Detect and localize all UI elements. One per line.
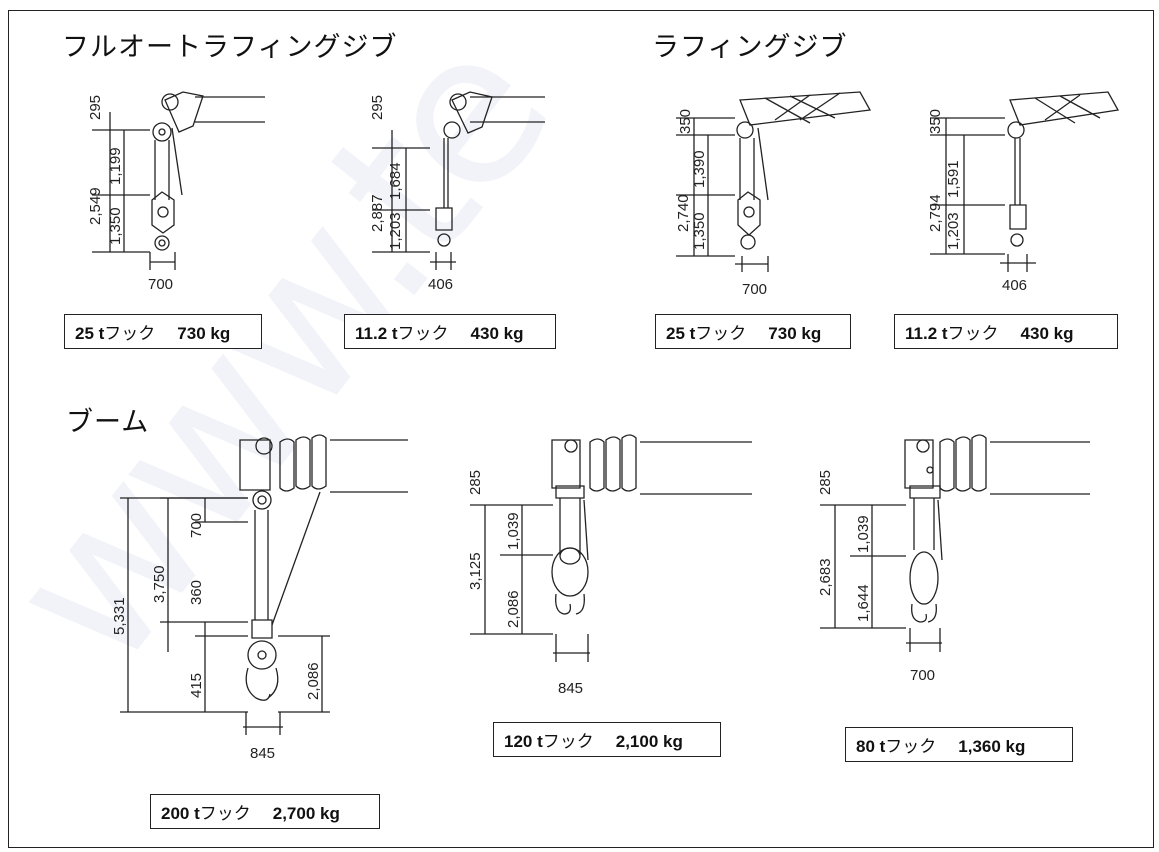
dim-label: 700 — [148, 276, 173, 293]
hook-mass: 430 kg — [1020, 324, 1074, 343]
caption-lj-25t: 25 tフック 730 kg — [655, 314, 851, 349]
drawing-boom-120t-hook — [470, 435, 752, 662]
dim-label: 406 — [1002, 277, 1027, 294]
hook-mass: 2,700 kg — [272, 804, 340, 823]
heading-luffing-jib: ラフィングジブ — [652, 32, 848, 63]
hook-kana: フック — [885, 737, 937, 756]
dim-label: 700 — [742, 281, 767, 298]
drawing-boom-80t-hook — [820, 435, 1090, 652]
dim-label: 2,740 — [675, 194, 692, 232]
drawing-lj-11t-hook — [930, 92, 1118, 272]
hook-kana: フック — [695, 324, 747, 343]
dim-label: 1,203 — [945, 212, 962, 250]
hook-kana: フック — [947, 324, 999, 343]
dim-label: 1,591 — [945, 160, 962, 198]
dim-label: 845 — [250, 745, 275, 762]
drawing-boom-200t-hook — [120, 435, 408, 735]
dim-label: 415 — [188, 673, 205, 698]
dim-label: 285 — [817, 470, 834, 495]
dim-label: 3,750 — [151, 565, 168, 603]
caption-boom-80t: 80 tフック 1,360 kg — [845, 727, 1073, 762]
dim-label: 1,199 — [107, 147, 124, 185]
dim-label: 1,350 — [691, 212, 708, 250]
dim-label: 360 — [188, 580, 205, 605]
dim-label: 3,125 — [467, 552, 484, 590]
caption-boom-120t: 120 tフック 2,100 kg — [493, 722, 721, 757]
dim-label: 295 — [87, 95, 104, 120]
drawing-lj-25t-hook — [676, 92, 870, 272]
dim-label: 2,086 — [305, 662, 322, 700]
drawing-faj-25t-hook — [92, 92, 265, 270]
hook-kana: フック — [199, 804, 251, 823]
dim-label: 700 — [910, 667, 935, 684]
dim-label: 2,086 — [505, 590, 522, 628]
dim-label: 845 — [558, 680, 583, 697]
dim-label: 1,390 — [691, 150, 708, 188]
hook-mass: 1,360 kg — [958, 737, 1026, 756]
hook-mass: 2,100 kg — [615, 732, 683, 751]
dim-label: 5,331 — [111, 597, 128, 635]
dim-label: 350 — [677, 109, 694, 134]
dim-label: 2,549 — [87, 187, 104, 225]
hook-mass: 730 kg — [177, 324, 231, 343]
hook-capacity: 11.2 t — [905, 324, 948, 343]
caption-faj-11t: 11.2 tフック 430 kg — [344, 314, 556, 349]
dim-label: 1,350 — [107, 207, 124, 245]
caption-lj-11t: 11.2 tフック 430 kg — [894, 314, 1118, 349]
drawing-faj-11t-hook — [372, 92, 545, 270]
caption-boom-200t: 200 tフック 2,700 kg — [150, 794, 380, 829]
hook-kana: フック — [542, 732, 594, 751]
dim-label: 1,644 — [855, 584, 872, 622]
dim-label: 700 — [188, 513, 205, 538]
dim-label: 350 — [927, 109, 944, 134]
sheet-border — [8, 10, 1154, 848]
dim-label: 2,794 — [927, 194, 944, 232]
hook-capacity: 80 t — [856, 737, 886, 756]
hook-kana: フック — [104, 324, 156, 343]
dim-label: 1,684 — [387, 162, 404, 200]
caption-faj-25t: 25 tフック 730 kg — [64, 314, 262, 349]
dim-label: 1,039 — [505, 512, 522, 550]
dim-label: 295 — [369, 95, 386, 120]
hook-mass: 730 kg — [768, 324, 822, 343]
dim-label: 2,683 — [817, 558, 834, 596]
dim-label: 1,039 — [855, 515, 872, 553]
hook-capacity: 25 t — [75, 324, 105, 343]
hook-mass: 430 kg — [470, 324, 524, 343]
hook-kana: フック — [397, 324, 449, 343]
heading-full-auto-luffing-jib: フルオートラフィングジブ — [62, 32, 398, 63]
hook-capacity: 120 t — [504, 732, 543, 751]
hook-capacity: 200 t — [161, 804, 200, 823]
dim-label: 406 — [428, 276, 453, 293]
dim-label: 285 — [467, 470, 484, 495]
hook-capacity: 11.2 t — [355, 324, 398, 343]
hook-capacity: 25 t — [666, 324, 696, 343]
dim-label: 2,887 — [369, 194, 386, 232]
dim-label: 1,203 — [387, 212, 404, 250]
heading-boom: ブーム — [66, 407, 150, 438]
